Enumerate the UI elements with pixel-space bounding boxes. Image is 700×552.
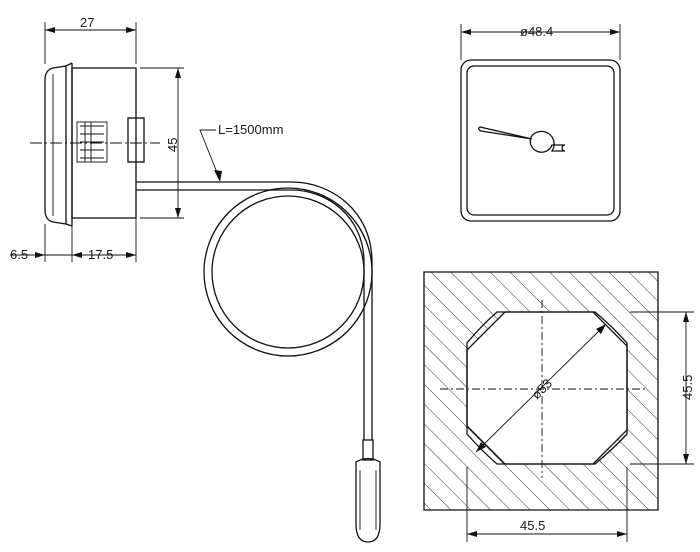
front-bezel-inner <box>466 65 615 216</box>
front-view: ø48.4 <box>460 24 621 222</box>
length-leader <box>199 129 221 181</box>
capillary-length-label: L=1500mm <box>218 122 283 137</box>
dim-cutout-diameter: ø53 <box>529 376 555 402</box>
cutout-diagonal <box>475 323 607 453</box>
side-view: L=1500mm 27 45 6.5 17.5 <box>10 15 381 543</box>
dim-height-45: 45 <box>165 138 180 152</box>
gauge-pointer <box>478 126 533 140</box>
rear-connector <box>127 117 145 163</box>
panel-cutout-view: ø53 45.5 45.5 <box>423 271 695 542</box>
front-bezel-outer <box>460 59 621 222</box>
dim-cutout-width: 45.5 <box>520 518 545 533</box>
cutout-outline <box>466 311 628 465</box>
dim-bezel-6-5: 6.5 <box>10 247 28 262</box>
capillary-coil-inner <box>211 195 365 349</box>
dim-depth-17-5: 17.5 <box>88 247 113 262</box>
dim-front-diameter: ø48.4 <box>520 24 553 39</box>
bezel-outline <box>44 65 67 225</box>
inner-mechanism <box>76 121 108 163</box>
dim-cutout-height: 45.5 <box>680 375 695 400</box>
temperature-probe <box>355 457 381 543</box>
pointer-hub <box>529 130 566 153</box>
probe-collar <box>362 439 374 461</box>
dim-width-27: 27 <box>80 15 94 30</box>
capillary-coil-outer <box>203 187 373 357</box>
